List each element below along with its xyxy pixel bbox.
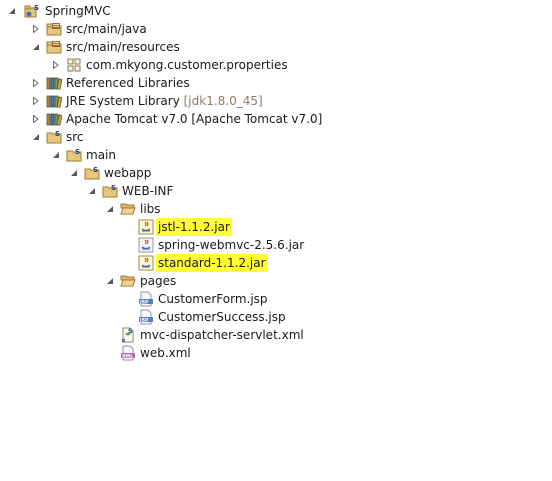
tree-item-label: pages — [140, 274, 177, 288]
tree-item-web-xml[interactable]: XML web.xml — [0, 344, 552, 362]
library-icon — [46, 111, 62, 127]
tree-item-label: spring-webmvc-2.5.6.jar — [158, 238, 305, 252]
tree-item-standard-jar[interactable]: standard-1.1.2.jar — [0, 254, 552, 272]
project-explorer-tree: S SpringMVC src/main/java — [0, 2, 552, 362]
tree-item-label: CustomerForm.jsp — [158, 292, 268, 306]
tree-item-src[interactable]: S src — [0, 128, 552, 146]
tree-item-apache-tomcat-library[interactable]: Apache Tomcat v7.0 [Apache Tomcat v7.0] — [0, 110, 552, 128]
svg-text:S: S — [34, 4, 39, 12]
chevron-right-icon[interactable] — [32, 115, 40, 123]
chevron-right-icon[interactable] — [32, 25, 40, 33]
svg-text:S: S — [55, 130, 60, 138]
tree-item-label: main — [86, 148, 116, 162]
tree-item-label: JRE System Library [jdk1.8.0_45] — [66, 94, 263, 108]
tree-item-libs[interactable]: libs — [0, 200, 552, 218]
xml-file-icon: XML — [120, 345, 136, 361]
spring-xml-icon: S — [120, 327, 136, 343]
tree-item-webapp[interactable]: S webapp — [0, 164, 552, 182]
java-project-icon: S — [24, 3, 40, 19]
chevron-right-icon[interactable] — [52, 61, 60, 69]
tree-item-label: src/main/resources — [66, 40, 180, 54]
package-icon — [66, 57, 82, 73]
tree-item-label: webapp — [104, 166, 152, 180]
source-folder-icon — [46, 39, 62, 55]
chevron-right-icon[interactable] — [32, 79, 40, 87]
tree-item-label: WEB-INF — [122, 184, 174, 198]
chevron-down-icon[interactable] — [32, 133, 40, 141]
jar-icon — [138, 255, 154, 271]
library-icon — [46, 93, 62, 109]
folder-icon: S — [84, 165, 100, 181]
open-folder-icon — [120, 201, 136, 217]
chevron-down-icon[interactable] — [106, 205, 114, 213]
tree-item-properties-package[interactable]: com.mkyong.customer.properties — [0, 56, 552, 74]
chevron-down-icon[interactable] — [32, 43, 40, 51]
jsp-file-icon: JSP — [138, 291, 154, 307]
chevron-right-icon[interactable] — [32, 97, 40, 105]
tree-item-jstl-jar[interactable]: jstl-1.1.2.jar — [0, 218, 552, 236]
chevron-down-icon[interactable] — [88, 187, 96, 195]
tree-item-src-main-resources[interactable]: src/main/resources — [0, 38, 552, 56]
svg-text:S: S — [111, 184, 116, 192]
tree-item-dispatcher-servlet-xml[interactable]: S mvc-dispatcher-servlet.xml — [0, 326, 552, 344]
tree-item-label: CustomerSuccess.jsp — [158, 310, 286, 324]
library-icon — [46, 75, 62, 91]
tree-item-src-main-java[interactable]: src/main/java — [0, 20, 552, 38]
svg-text:XML: XML — [122, 353, 133, 359]
tree-item-label: Referenced Libraries — [66, 76, 190, 90]
tree-item-label: com.mkyong.customer.properties — [86, 58, 288, 72]
tree-item-label: src — [66, 130, 84, 144]
open-folder-icon — [120, 273, 136, 289]
tree-item-label: libs — [140, 202, 161, 216]
tree-item-referenced-libraries[interactable]: Referenced Libraries — [0, 74, 552, 92]
tree-item-web-inf[interactable]: S WEB-INF — [0, 182, 552, 200]
tree-item-label: SpringMVC — [45, 4, 111, 18]
source-folder-icon — [46, 21, 62, 37]
svg-text:S: S — [128, 327, 133, 335]
tree-item-label: Apache Tomcat v7.0 [Apache Tomcat v7.0] — [66, 112, 323, 126]
tree-item-label: standard-1.1.2.jar — [156, 254, 268, 272]
folder-icon: S — [102, 183, 118, 199]
tree-item-label: jstl-1.1.2.jar — [156, 218, 232, 236]
tree-item-customer-success-jsp[interactable]: JSP CustomerSuccess.jsp — [0, 308, 552, 326]
folder-icon: S — [66, 147, 82, 163]
svg-text:S: S — [75, 148, 80, 156]
tree-item-spring-webmvc-jar[interactable]: spring-webmvc-2.5.6.jar — [0, 236, 552, 254]
svg-text:S: S — [93, 166, 98, 174]
svg-text:JSP: JSP — [139, 317, 149, 323]
chevron-down-icon[interactable] — [70, 169, 78, 177]
svg-text:JSP: JSP — [139, 299, 149, 305]
tree-item-label: mvc-dispatcher-servlet.xml — [140, 328, 304, 342]
folder-icon: S — [46, 129, 62, 145]
chevron-down-icon[interactable] — [8, 7, 16, 15]
tree-item-jre-system-library[interactable]: JRE System Library [jdk1.8.0_45] — [0, 92, 552, 110]
chevron-down-icon[interactable] — [52, 151, 60, 159]
tree-item-label: src/main/java — [66, 22, 147, 36]
tree-item-pages[interactable]: pages — [0, 272, 552, 290]
tree-item-springmvc[interactable]: S SpringMVC — [0, 2, 552, 20]
library-decoration: [jdk1.8.0_45] — [183, 94, 263, 108]
tree-item-main[interactable]: S main — [0, 146, 552, 164]
tree-item-label: web.xml — [140, 346, 191, 360]
jar-icon — [138, 219, 154, 235]
chevron-down-icon[interactable] — [106, 277, 114, 285]
jsp-file-icon: JSP — [138, 309, 154, 325]
jar-icon — [138, 237, 154, 253]
tree-item-customer-form-jsp[interactable]: JSP CustomerForm.jsp — [0, 290, 552, 308]
